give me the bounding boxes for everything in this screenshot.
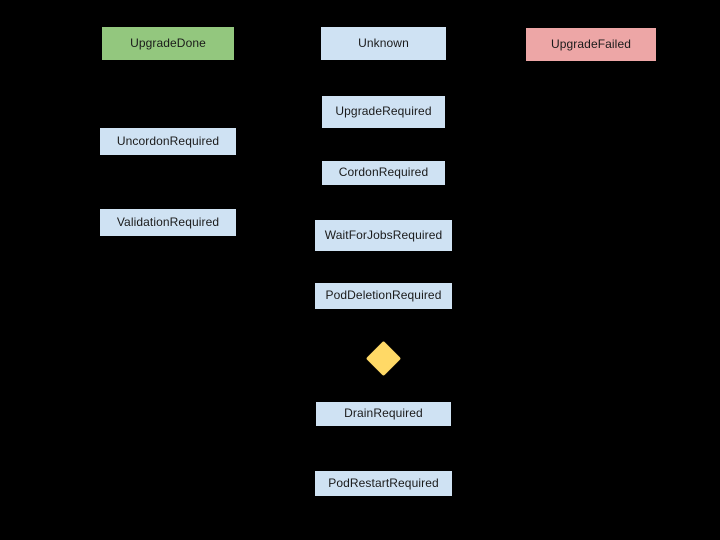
diagram-node-label: ValidationRequired xyxy=(116,214,220,229)
diagram-node-upgrade-done[interactable]: UpgradeDone xyxy=(102,27,234,60)
diagram-node-decision-point[interactable] xyxy=(365,340,402,377)
diagram-node-wait-for-jobs-required[interactable]: WaitForJobsRequired xyxy=(315,220,452,251)
decision-diamond-icon xyxy=(365,340,402,377)
diagram-node-label: UpgradeRequired xyxy=(335,104,432,119)
diagram-node-label: CordonRequired xyxy=(338,165,429,180)
diagram-node-uncordon-required[interactable]: UncordonRequired xyxy=(100,128,236,155)
diagram-node-upgrade-failed[interactable]: UpgradeFailed xyxy=(526,28,656,61)
diagram-node-label: UpgradeDone xyxy=(130,35,206,50)
diagram-node-label: UncordonRequired xyxy=(116,133,220,148)
diagram-node-label: PodRestartRequired xyxy=(328,475,439,490)
diagram-node-label: UpgradeFailed xyxy=(550,36,631,51)
diagram-node-unknown[interactable]: Unknown xyxy=(321,27,446,60)
diagram-node-drain-required[interactable]: DrainRequired xyxy=(316,402,451,426)
diagram-node-pod-restart-required[interactable]: PodRestartRequired xyxy=(315,471,452,496)
diagram-node-label: WaitForJobsRequired xyxy=(324,227,443,242)
diagram-node-pod-deletion-required[interactable]: PodDeletionRequired xyxy=(315,283,452,309)
diagram-node-upgrade-required[interactable]: UpgradeRequired xyxy=(322,96,445,128)
diagram-node-label: DrainRequired xyxy=(344,406,423,421)
diagram-node-label: PodDeletionRequired xyxy=(325,288,442,303)
diagram-node-cordon-required[interactable]: CordonRequired xyxy=(322,161,445,185)
diagram-node-label: Unknown xyxy=(358,35,409,50)
diagram-node-validation-required[interactable]: ValidationRequired xyxy=(100,209,236,236)
